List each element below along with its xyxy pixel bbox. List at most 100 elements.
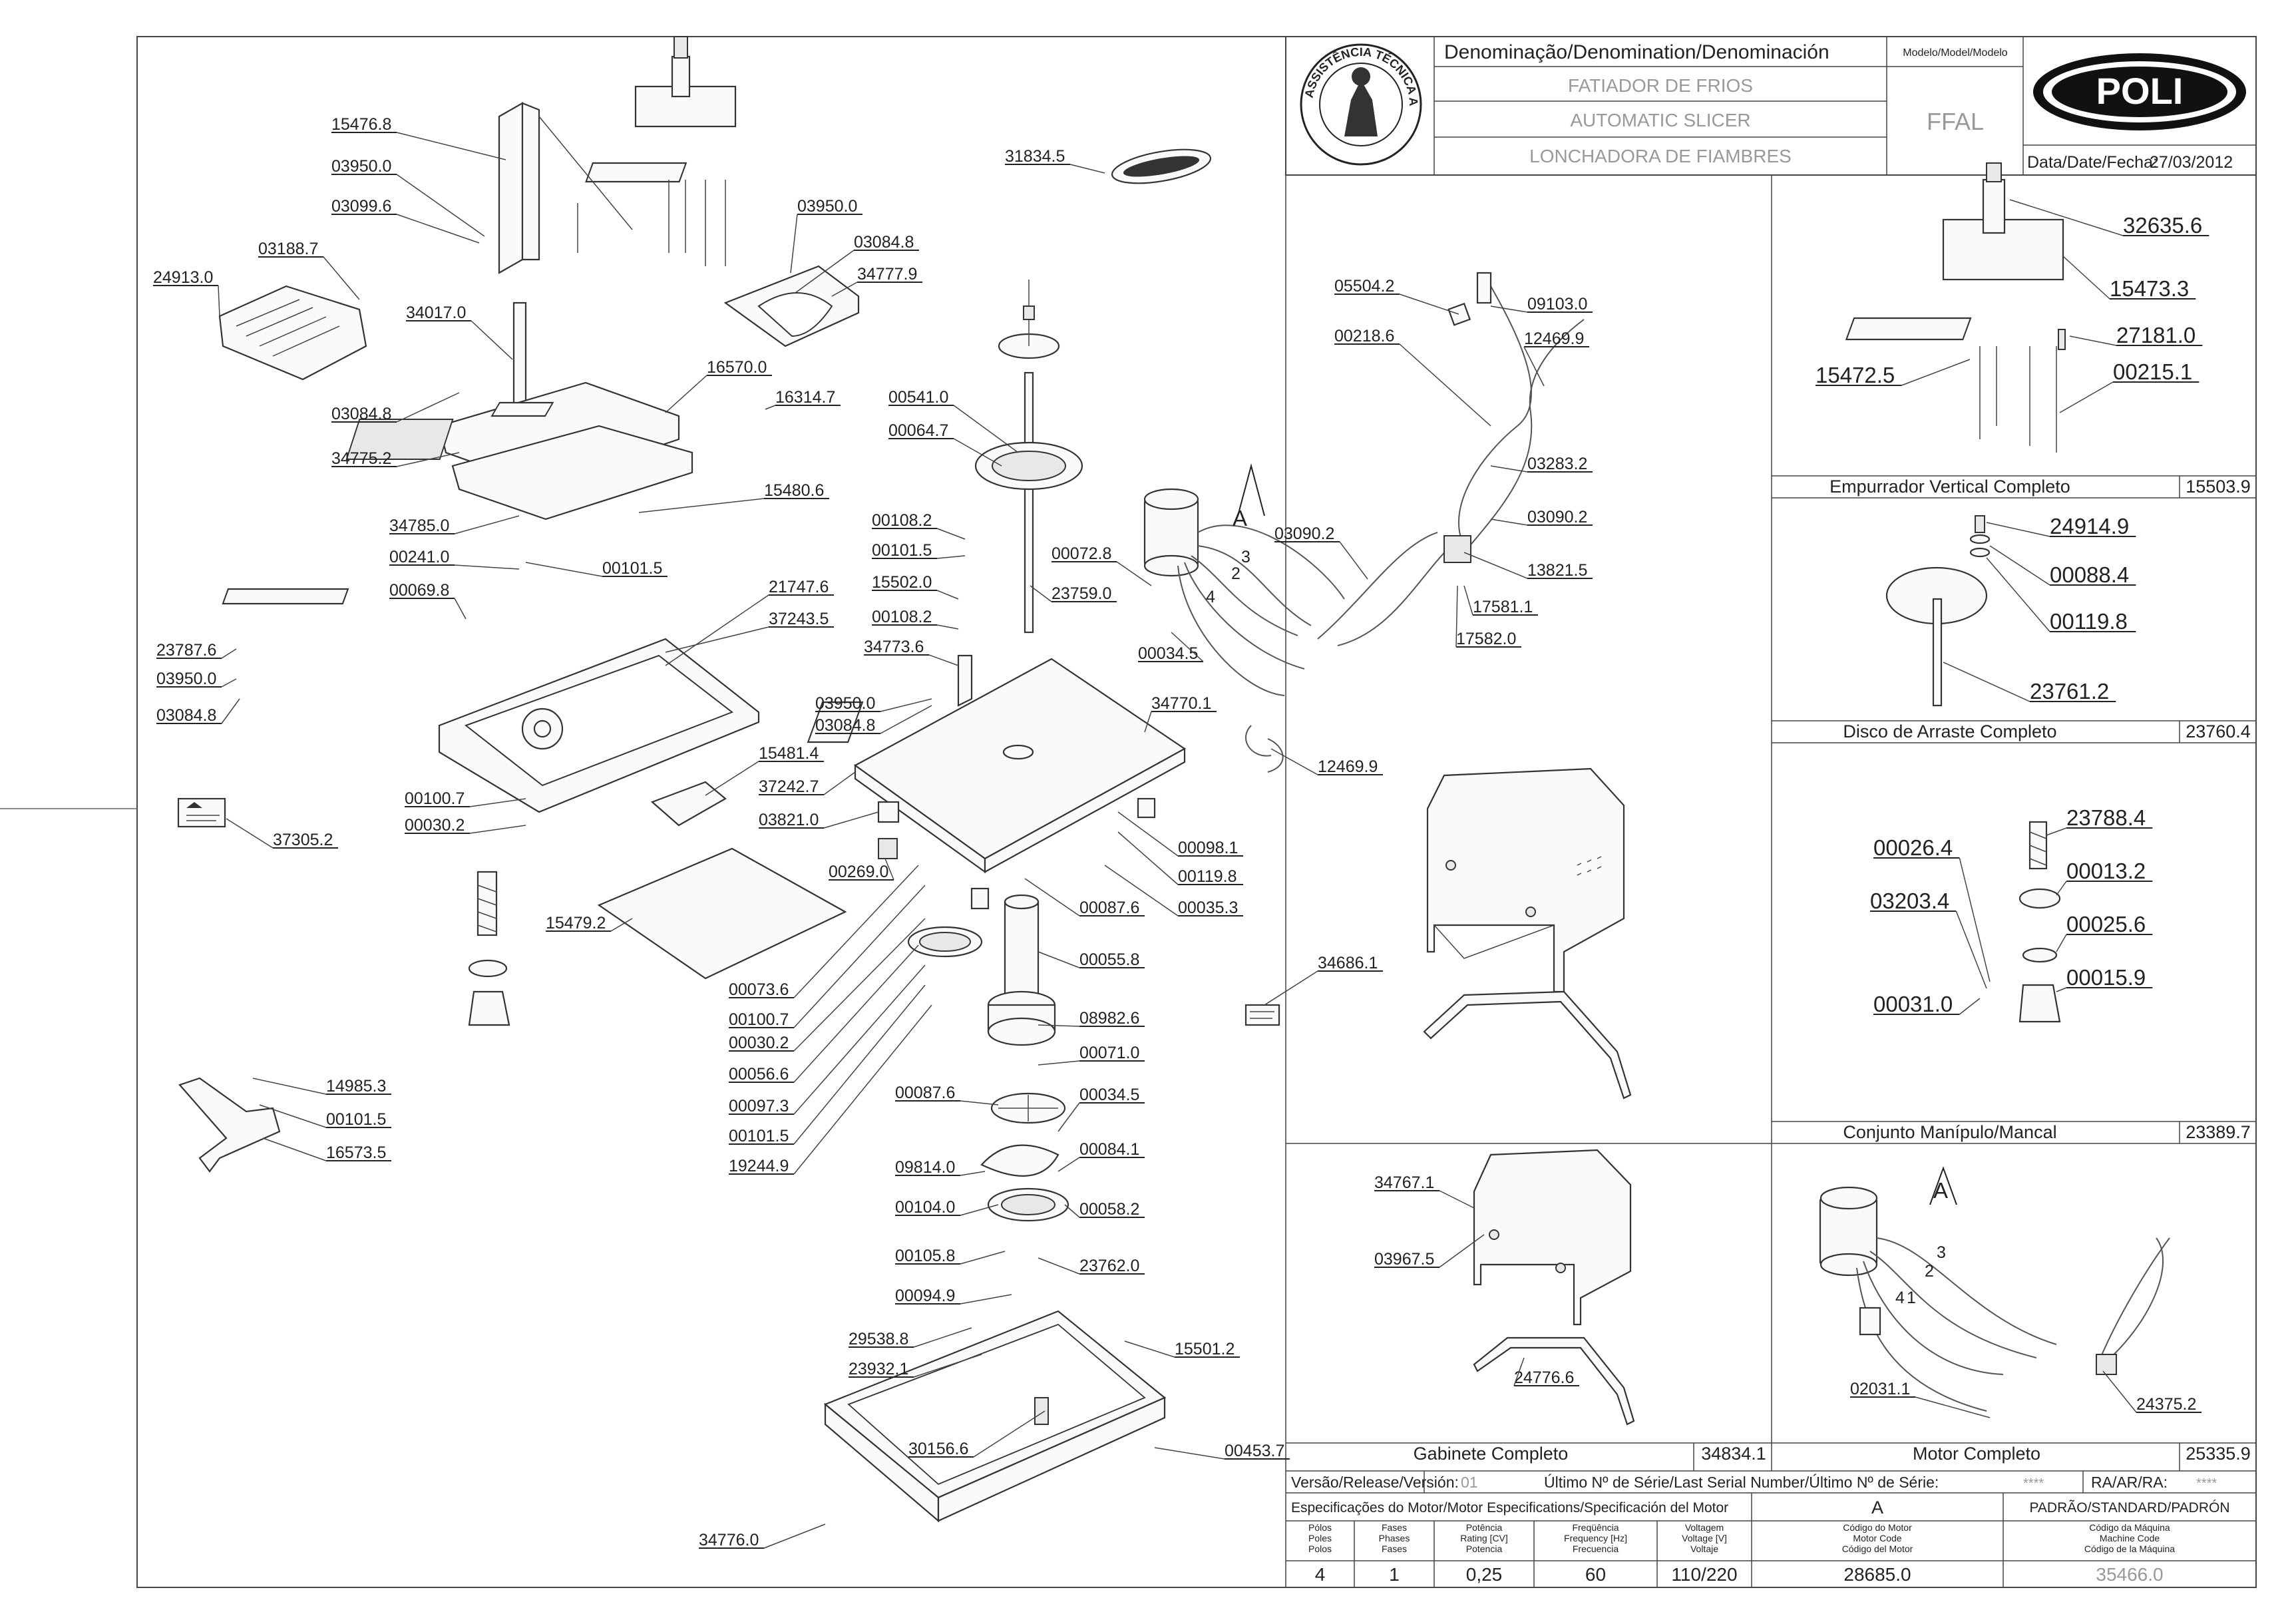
motor-spec-col-std: PADRÃO/STANDARD/PADRÓN <box>2029 1500 2229 1516</box>
serial-label: Último Nº de Série/Last Serial Number/Úl… <box>1544 1474 1939 1491</box>
part-label-00058.2: 00058.2 <box>1079 1200 1139 1219</box>
part-label-14985.3: 14985.3 <box>326 1077 386 1096</box>
part-label-24913.0: 24913.0 <box>153 268 213 287</box>
part-label-00108.2: 00108.2 <box>872 608 932 626</box>
part-label-00104.0-leader <box>960 1204 999 1216</box>
part-label-00218.6-leader <box>1399 343 1491 427</box>
part-label-15502.0-leader <box>936 590 959 600</box>
part-label-00094.9-leader <box>960 1294 1012 1305</box>
spec-col-label-1: Fases <box>1382 1522 1407 1533</box>
part-label-03099.6: 03099.6 <box>331 197 391 216</box>
part-label-23787.6-leader <box>221 648 237 659</box>
part-label-00100.7-leader <box>793 885 926 1028</box>
part-label-03950.0: 03950.0 <box>815 694 875 713</box>
part-label-15502.0: 15502.0 <box>872 573 932 592</box>
part-label-16570.0-leader <box>665 375 707 413</box>
part-label-09814.0-leader <box>960 1171 986 1176</box>
subassembly-label-24776.6-leader <box>1513 1357 1525 1386</box>
subassembly-label-00026.4-leader <box>1959 857 1991 982</box>
subassembly-label-23788.4: 23788.4 <box>2066 805 2146 830</box>
subassembly-code-motor: 25335.9 <box>2186 1444 2251 1464</box>
part-label-34017.0: 34017.0 <box>406 304 466 322</box>
drawing-border <box>136 36 2257 1588</box>
spec-col-label-4: Voltage [V] <box>1682 1533 1727 1543</box>
part-label-00241.0: 00241.0 <box>389 548 449 566</box>
part-label-00071.0-leader <box>1038 1060 1080 1066</box>
part-label-16570.0: 16570.0 <box>707 358 767 377</box>
part-label-37305.2: 37305.2 <box>273 831 333 849</box>
part-label-00101.5: 00101.5 <box>602 559 662 578</box>
subassembly-label-27181.0: 27181.0 <box>2116 323 2196 347</box>
part-label-21747.6: 21747.6 <box>769 578 829 596</box>
part-label-34686.1-leader <box>1264 970 1318 1006</box>
part-label-00030.2: 00030.2 <box>405 816 465 835</box>
subassembly-label-15472.5-leader <box>1901 359 1971 386</box>
motor-wire-1: 1 <box>1907 1289 1916 1307</box>
motor-subassembly <box>1819 1166 2170 1412</box>
part-label-13821.5: 13821.5 <box>1527 561 1587 580</box>
main-motor <box>1143 272 1585 773</box>
part-label-00064.7: 00064.7 <box>888 421 948 440</box>
subassembly-label-24914.9: 24914.9 <box>2050 514 2129 538</box>
part-label-00034.5: 00034.5 <box>1138 644 1198 663</box>
part-label-34776.0-leader <box>763 1523 826 1549</box>
spec-col-label-5: Código del Motor <box>1842 1543 1913 1554</box>
part-label-00087.6-leader <box>1024 878 1080 916</box>
part-label-00087.6: 00087.6 <box>895 1084 955 1102</box>
part-label-29538.8-leader <box>913 1327 972 1348</box>
part-label-00105.8: 00105.8 <box>895 1247 955 1265</box>
part-label-00453.7: 00453.7 <box>1225 1442 1284 1460</box>
part-label-23759.0: 23759.0 <box>1052 584 1111 603</box>
part-label-37242.7: 37242.7 <box>759 777 819 796</box>
subassembly-label-00015.9: 00015.9 <box>2066 965 2146 990</box>
part-label-34773.6: 34773.6 <box>864 638 924 656</box>
subassembly-title-handle: Conjunto Manípulo/Mancal <box>1843 1122 2056 1142</box>
part-label-34770.1-leader <box>1144 711 1152 733</box>
callout-a-motor: A <box>1933 1178 1948 1203</box>
part-label-00097.3-leader <box>793 964 926 1115</box>
part-label-17581.1-leader <box>1463 585 1473 616</box>
part-label-03084.8: 03084.8 <box>331 405 391 423</box>
callout-a-main: A <box>1233 506 1247 530</box>
pusher-subassembly <box>1845 162 2066 453</box>
spec-col-label-0: Pólos <box>1308 1522 1332 1533</box>
subassembly-label-15473.3: 15473.3 <box>2110 276 2189 301</box>
subassembly-label-00119.8-leader <box>1986 557 2050 632</box>
part-label-00541.0: 00541.0 <box>888 388 948 407</box>
part-label-19244.9: 19244.9 <box>729 1157 789 1175</box>
part-label-15479.2: 15479.2 <box>546 914 606 932</box>
part-label-00030.2: 00030.2 <box>729 1034 789 1052</box>
part-label-00087.6-leader <box>960 1100 999 1106</box>
subassembly-label-15472.5: 15472.5 <box>1816 363 1895 387</box>
part-label-00035.3: 00035.3 <box>1178 899 1238 917</box>
cabinet-subassembly <box>1473 1149 1635 1426</box>
motor-wire-4: 4 <box>1895 1289 1905 1307</box>
version-value: 01 <box>1461 1474 1478 1491</box>
part-label-00071.0: 00071.0 <box>1079 1044 1139 1062</box>
part-label-31834.5-leader <box>1069 164 1105 174</box>
part-label-23787.6: 23787.6 <box>156 641 216 660</box>
part-label-00108.2: 00108.2 <box>872 511 932 530</box>
subassembly-label-34767.1: 34767.1 <box>1374 1173 1434 1192</box>
spec-col-label-4: Voltaje <box>1690 1543 1718 1554</box>
part-label-03821.0-leader <box>823 811 879 829</box>
subassembly-label-27181.0-leader <box>2069 335 2117 346</box>
part-label-30156.6: 30156.6 <box>908 1440 968 1458</box>
subassembly-label-15473.3-leader <box>2062 256 2110 300</box>
part-label-05504.2: 05504.2 <box>1334 277 1394 296</box>
brand-logo-text: POLI <box>2096 70 2184 112</box>
part-label-00055.8-leader <box>1038 951 1080 968</box>
spec-col-label-6: Código da Máquina <box>2089 1522 2170 1533</box>
part-label-03084.8-leader <box>396 392 460 423</box>
spec-col-label-2: Potencia <box>1466 1543 1503 1554</box>
part-label-03090.2-leader <box>1339 541 1368 580</box>
part-label-23932.1-leader <box>913 1354 982 1378</box>
spec-col-label-1: Fases <box>1382 1543 1407 1554</box>
part-label-34775.2: 34775.2 <box>331 449 391 468</box>
part-label-17582.0-leader <box>1455 585 1458 648</box>
subassembly-label-00031.0: 00031.0 <box>1873 992 1953 1016</box>
subassembly-label-02031.1-leader <box>1915 1396 1991 1418</box>
part-label-15481.4-leader <box>705 761 759 796</box>
subassembly-label-00013.2-leader <box>2056 881 2067 896</box>
